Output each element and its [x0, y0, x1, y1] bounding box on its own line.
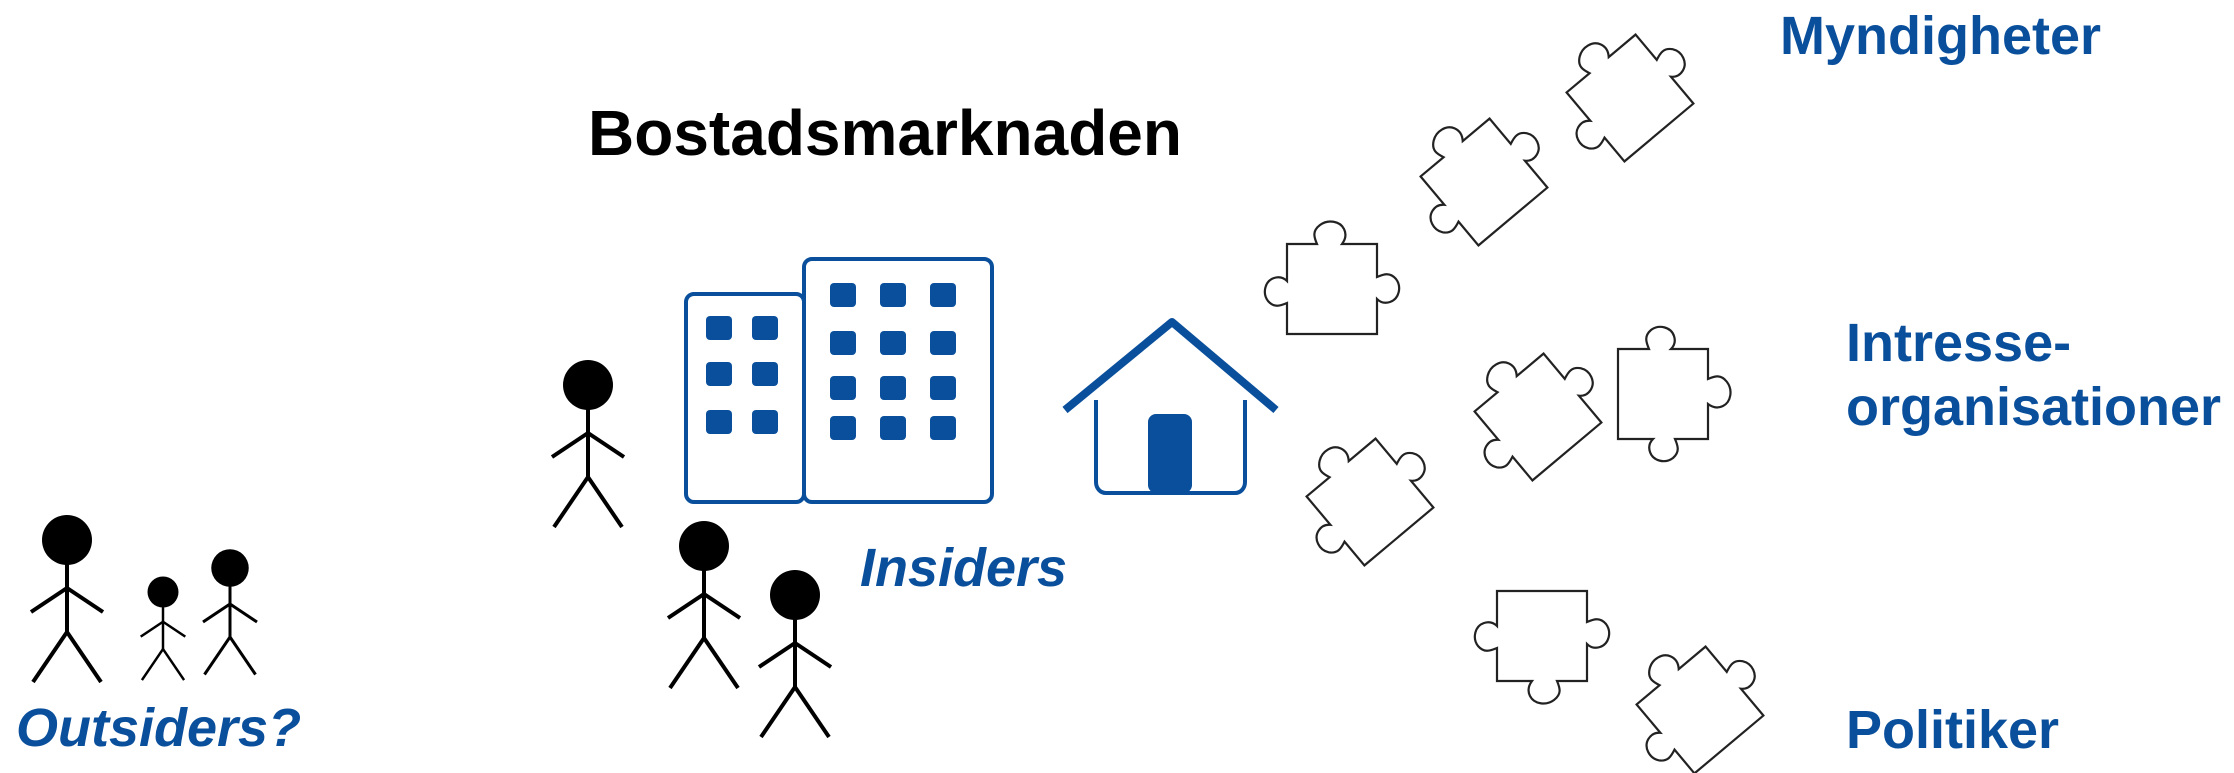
- apartment-building-icon: [684, 257, 994, 504]
- intresse-line-1: Intresse-: [1846, 313, 2072, 373]
- puzzle-piece-icon: [1473, 589, 1611, 705]
- puzzle-piece-icon: [1616, 325, 1732, 463]
- puzzle-piece-icon: [1263, 220, 1401, 336]
- diagram-title: Bostadsmarknaden: [588, 97, 1182, 169]
- politiker-label: Politiker: [1846, 700, 2060, 760]
- insiders-label: Insiders: [860, 538, 1068, 598]
- outsider-figure-2-child: [139, 575, 187, 682]
- myndigheter-label: Myndigheter: [1780, 6, 2102, 66]
- insider-figure-3: [757, 568, 833, 739]
- outsiders-label: Outsiders?: [16, 698, 302, 758]
- insider-figure-1: [550, 358, 626, 529]
- puzzle-piece-icon: [1604, 614, 1782, 773]
- puzzle-piece-icon: [1534, 2, 1712, 177]
- puzzle-piece-icon: [1442, 321, 1620, 496]
- puzzle-piece-icon: [1388, 86, 1566, 261]
- intresseorganisationer-label: Intresse- organisationer: [1846, 312, 2221, 439]
- intresse-line-2: organisationer: [1846, 376, 2222, 437]
- insider-figure-2: [666, 519, 742, 690]
- outsider-figure-3: [201, 547, 259, 676]
- house-icon: [1062, 318, 1279, 495]
- outsider-figure-1: [29, 513, 105, 684]
- puzzle-piece-icon: [1274, 406, 1452, 581]
